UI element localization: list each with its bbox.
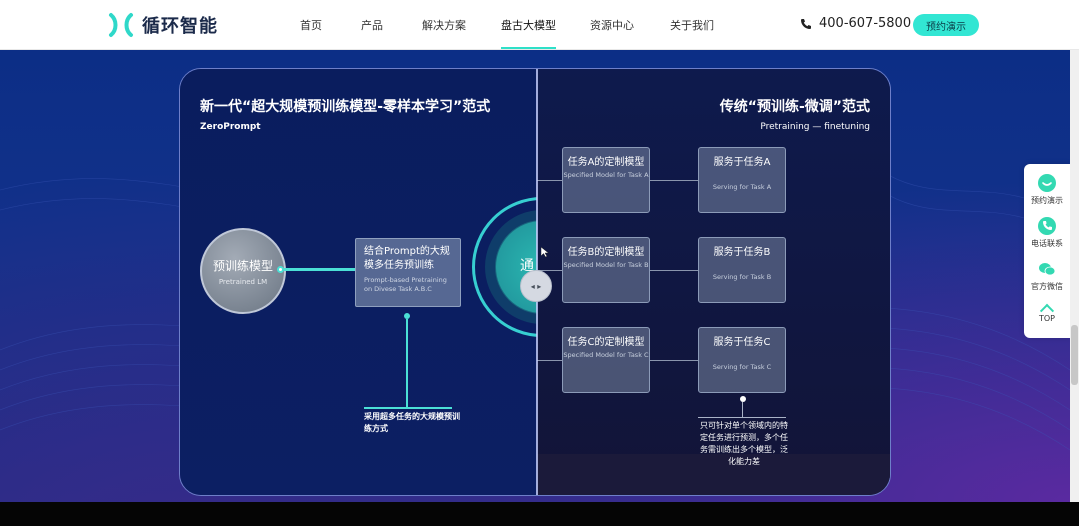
bottom-bar [0, 502, 1079, 526]
site-header: 循环智能 首页 产品 解决方案 盘古大模型 资源中心 关于我们 400-607-… [0, 0, 1079, 50]
method-underline [364, 407, 452, 409]
main-nav: 首页 产品 解决方案 盘古大模型 资源中心 关于我们 [0, 17, 1079, 49]
serve-a-node: 服务于任务A Serving for Task A [698, 147, 786, 213]
serve-c-node: 服务于任务C Serving for Task C [698, 327, 786, 393]
mouse-cursor-icon [541, 247, 549, 257]
zeroprompt-title: 新一代“超大规模预训练模型-零样本学习”范式 [200, 99, 491, 115]
prompt-box-title: 结合Prompt的大规模多任务预训练 [364, 246, 450, 271]
prompt-pretraining-node: 结合Prompt的大规模多任务预训练 Prompt-based Pretrain… [355, 238, 461, 307]
pretrained-subtitle: Pretrained LM [218, 277, 268, 286]
method-connector [406, 319, 408, 407]
task-a-title: 任务A的定制模型 [567, 157, 645, 168]
page-scrollbar[interactable] [1070, 50, 1079, 502]
finetune-pane-footer [537, 454, 890, 495]
method-dot [404, 313, 410, 319]
serve-b-title: 服务于任务B [713, 247, 771, 258]
pretrain-connector [284, 268, 356, 271]
brand-name: 循环智能 [142, 16, 218, 37]
paradigm-comparison-card: 新一代“超大规模预训练模型-零样本学习”范式 ZeroPrompt 预训练模型 … [179, 68, 891, 496]
phone-icon [1038, 217, 1056, 235]
row-b-lead [537, 270, 562, 271]
side-wechat-label: 官方微信 [1031, 282, 1063, 291]
task-c-model: 任务C的定制模型 Specified Model for Task C [562, 327, 650, 393]
back-to-top-label: TOP [1038, 314, 1055, 323]
prompt-box-subtitle: Prompt-based Pretraining on Divese Task … [364, 276, 447, 293]
finetune-subtitle: Pretraining — finetuning [760, 122, 870, 132]
pretrained-title: 预训练模型 [212, 258, 273, 273]
row-b-link [650, 270, 698, 271]
method-note: 采用超多任务的大规模预训练方式 [364, 412, 460, 433]
brand-logo[interactable]: 循环智能 [108, 12, 218, 38]
book-demo-button[interactable]: 预约演示 [913, 14, 979, 36]
note-dot [740, 396, 746, 402]
finetune-title: 传统“预训练-微调”范式 [719, 99, 870, 115]
nav-item-resources[interactable]: 资源中心 [590, 19, 634, 32]
phone-number: 400-607-5800 [819, 16, 912, 31]
task-c-title: 任务C的定制模型 [567, 337, 645, 348]
finetune-note: 只可针对单个领域内的特定任务进行预测，多个任务需训练出多个模型，泛化能力差 [700, 421, 788, 466]
compare-slider-handle[interactable]: ◂ ▸ [520, 270, 552, 302]
nav-item-home[interactable]: 首页 [300, 19, 322, 32]
nav-item-solutions[interactable]: 解决方案 [422, 19, 466, 32]
row-c-lead [537, 360, 562, 361]
serve-b-subtitle: Serving for Task B [712, 273, 772, 281]
chat-icon [1038, 174, 1056, 192]
serve-a-title: 服务于任务A [713, 157, 771, 168]
pretrained-model-node: 预训练模型 Pretrained LM [200, 228, 286, 314]
task-b-title: 任务B的定制模型 [567, 247, 645, 258]
wechat-icon [1038, 260, 1056, 278]
side-phone-label: 电话联系 [1031, 239, 1063, 248]
back-to-top-button[interactable]: TOP [1024, 303, 1070, 323]
phone-icon [801, 18, 811, 29]
nav-item-products[interactable]: 产品 [361, 19, 383, 32]
connector-dot [277, 266, 284, 273]
row-a-link [650, 180, 698, 181]
header-phone[interactable]: 400-607-5800 [800, 16, 911, 31]
zeroprompt-subtitle: ZeroPrompt [200, 122, 261, 132]
nav-item-about[interactable]: 关于我们 [670, 19, 714, 32]
serve-b-node: 服务于任务B Serving for Task B [698, 237, 786, 303]
side-wechat[interactable]: 官方微信 [1024, 260, 1070, 292]
row-a-lead [537, 180, 562, 181]
row-c-link [650, 360, 698, 361]
task-b-model: 任务B的定制模型 Specified Model for Task B [562, 237, 650, 303]
side-book-demo-label: 预约演示 [1031, 196, 1063, 205]
floating-contact-bar: 预约演示 电话联系 官方微信 TOP [1024, 164, 1070, 338]
side-phone-contact[interactable]: 电话联系 [1024, 217, 1070, 249]
side-book-demo[interactable]: 预约演示 [1024, 174, 1070, 206]
task-a-model: 任务A的定制模型 Specified Model for Task A [562, 147, 650, 213]
serve-c-subtitle: Serving for Task C [712, 363, 772, 371]
scrollbar-thumb[interactable] [1071, 325, 1078, 385]
nav-item-pangu-model[interactable]: 盘古大模型 [501, 19, 556, 49]
finetune-pane: 传统“预训练-微调”范式 Pretraining — finetuning [537, 69, 890, 495]
task-a-subtitle: Specified Model for Task A [563, 171, 649, 179]
task-c-subtitle: Specified Model for Task C [563, 351, 649, 359]
task-b-subtitle: Specified Model for Task B [563, 261, 649, 269]
note-connector [742, 402, 743, 417]
zeroprompt-pane: 新一代“超大规模预训练模型-零样本学习”范式 ZeroPrompt 预训练模型 … [180, 69, 612, 495]
serve-c-title: 服务于任务C [713, 337, 771, 348]
note-underline [698, 417, 786, 418]
serve-a-subtitle: Serving for Task A [712, 183, 772, 191]
logo-icon [109, 13, 133, 37]
